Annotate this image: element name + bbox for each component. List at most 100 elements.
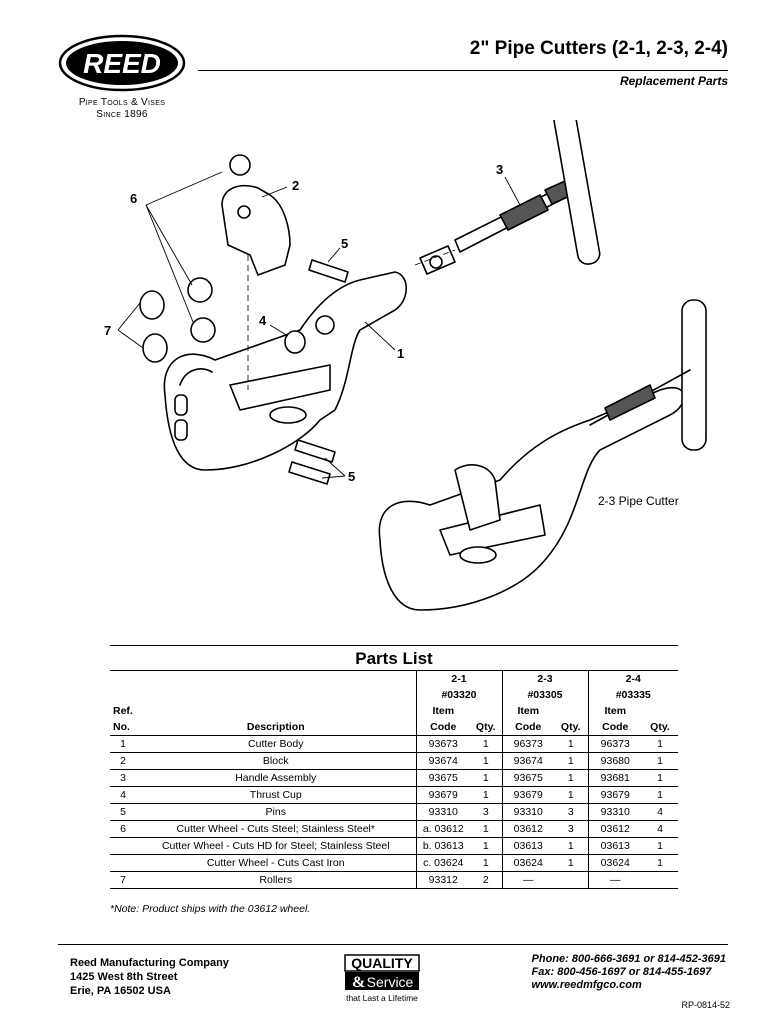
model-2-1-number: #03320 <box>415 687 502 703</box>
cell-q3 <box>554 871 588 889</box>
fax: Fax: 800-456-1697 or 814-455-1697 <box>531 966 712 978</box>
cell-desc: Cutter Wheel - Cuts HD for Steel; Stainl… <box>136 837 416 855</box>
reed-logo: REED <box>58 34 186 92</box>
cell-ref: 2 <box>110 752 136 770</box>
cell-desc: Block <box>136 752 416 770</box>
cell-q4: 1 <box>642 786 678 804</box>
cell-c1: c. 03624 <box>415 854 470 872</box>
cell-c3: 93674 <box>501 752 554 770</box>
cell-q3: 1 <box>554 735 588 753</box>
cell-c1: 93679 <box>415 786 470 804</box>
cell-c4: 93679 <box>587 786 642 804</box>
cell-c3: 03613 <box>501 837 554 855</box>
exploded-parts-diagram <box>117 120 707 611</box>
cell-c4: 93681 <box>587 769 642 787</box>
cell-c3: 96373 <box>501 735 554 753</box>
svg-text:&: & <box>352 974 365 991</box>
callout-6: 6 <box>130 191 138 206</box>
model-2-4-number: #03335 <box>587 687 678 703</box>
contact-info: Phone: 800-666-3691 or 814-452-3691 Fax:… <box>532 953 726 992</box>
cell-desc: Rollers <box>136 871 416 889</box>
cell-q1: 1 <box>470 820 502 838</box>
cell-c4: 03624 <box>587 854 642 872</box>
cell-desc: Cutter Body <box>136 735 416 753</box>
svg-text:Service: Service <box>367 974 414 990</box>
cell-q1: 1 <box>470 837 502 855</box>
callout-5-upper: 5 <box>341 236 349 251</box>
callout-2: 2 <box>292 178 300 193</box>
table-header-row: Ref. Item Item Item <box>110 703 678 719</box>
cell-q1: 1 <box>470 854 502 872</box>
cell-q3: 3 <box>554 820 588 838</box>
page-title: 2" Pipe Cutters (2-1, 2-3, 2-4) <box>469 38 728 59</box>
document-number: RP-0814-52 <box>681 1000 730 1010</box>
block-drawing <box>221 184 291 276</box>
cell-c3: 93675 <box>501 769 554 787</box>
cell-q4 <box>642 871 678 889</box>
model-2-3-number: #03305 <box>501 687 588 703</box>
cell-desc: Cutter Wheel - Cuts Steel; Stainless Ste… <box>136 820 416 838</box>
table-header-row: #03320 #03305 #03335 <box>110 687 678 703</box>
company-name: Reed Manufacturing Company <box>70 957 229 969</box>
cell-q4: 1 <box>642 769 678 787</box>
cell-q4: 1 <box>642 837 678 855</box>
cell-q1: 2 <box>470 871 502 889</box>
logo-tagline: Pipe Tools & Vises Since 1896 <box>78 97 166 120</box>
model-2-4-name: 2-4 <box>587 671 678 687</box>
cell-c4: 03613 <box>587 837 642 855</box>
model-2-1-name: 2-1 <box>415 671 502 687</box>
cell-ref: 7 <box>110 871 136 889</box>
cell-q4: 1 <box>642 735 678 753</box>
footer-rule <box>58 944 728 945</box>
cell-c1: a. 03612 <box>415 820 470 838</box>
cell-c3: 03624 <box>501 854 554 872</box>
cell-ref: 3 <box>110 769 136 787</box>
cell-c1: 93674 <box>415 752 470 770</box>
cell-q3: 1 <box>554 752 588 770</box>
cell-c1: 93673 <box>415 735 470 753</box>
cell-desc: Cutter Wheel - Cuts Cast Iron <box>136 854 416 872</box>
cell-ref <box>110 837 136 855</box>
cell-c4: 93310 <box>587 803 642 821</box>
svg-text:QUALITY: QUALITY <box>351 955 413 971</box>
callout-5-lower: 5 <box>348 469 356 484</box>
cell-desc: Pins <box>136 803 416 821</box>
city: Erie, PA 16502 USA <box>70 985 171 997</box>
cell-q3: 1 <box>554 769 588 787</box>
website-link[interactable]: www.reedmfgco.com <box>531 979 642 991</box>
cell-c4: 96373 <box>587 735 642 753</box>
cell-q3: 1 <box>554 786 588 804</box>
phone: Phone: 800-666-3691 or 814-452-3691 <box>531 953 726 965</box>
parts-table: 2-1 2-3 2-4 #03320 #03305 #03335 Ref. It… <box>110 671 678 889</box>
svg-text:that Last a Lifetime: that Last a Lifetime <box>346 993 418 1003</box>
cell-c1: 93310 <box>415 803 470 821</box>
quality-service-logo: QUALITY & Service that Last a Lifetime <box>344 954 420 1003</box>
cell-c4: 93680 <box>587 752 642 770</box>
cell-q3: 3 <box>554 803 588 821</box>
parts-list-title: Parts List <box>355 649 433 668</box>
cell-q1: 3 <box>470 803 502 821</box>
parts-note: *Note: Product ships with the 03612 whee… <box>110 903 311 915</box>
cell-c3: — <box>501 871 554 889</box>
cell-ref <box>110 854 136 872</box>
parts-list: Parts List 2-1 2-3 2-4 #03320 #03305 #03… <box>110 645 678 889</box>
cell-q4: 1 <box>642 854 678 872</box>
cell-c3: 93679 <box>501 786 554 804</box>
cell-q4: 4 <box>642 820 678 838</box>
cell-ref: 6 <box>110 820 136 838</box>
cell-desc: Thrust Cup <box>136 786 416 804</box>
callout-1: 1 <box>397 346 405 361</box>
company-address: Reed Manufacturing Company 1425 West 8th… <box>70 956 229 998</box>
cell-q1: 1 <box>470 769 502 787</box>
callout-7: 7 <box>104 323 112 338</box>
cell-c3: 93310 <box>501 803 554 821</box>
cell-q4: 1 <box>642 752 678 770</box>
